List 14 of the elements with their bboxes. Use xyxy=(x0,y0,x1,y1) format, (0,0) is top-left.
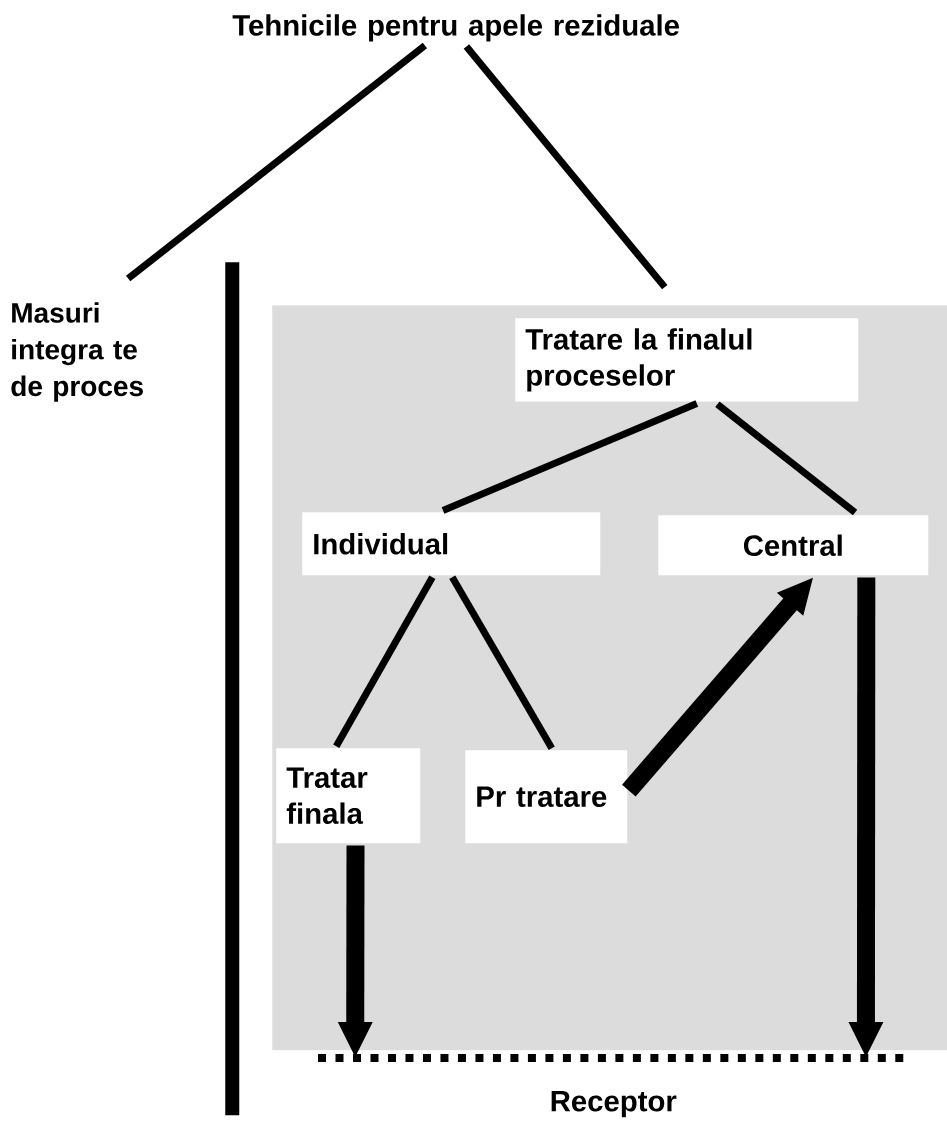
connector-line xyxy=(715,401,858,516)
connector-line xyxy=(441,400,699,514)
label-box: Pr tratare xyxy=(465,750,628,844)
connector-line xyxy=(333,575,436,748)
label-box: Individual xyxy=(302,512,601,576)
label-box: Tratar finala xyxy=(276,748,421,844)
side-label: Masuri integra te de proces xyxy=(11,302,143,402)
label-box: Central xyxy=(658,515,929,576)
connector-line xyxy=(449,575,555,751)
connector-line xyxy=(463,44,668,290)
heading-text: Tehnicile pentru apele reziduale xyxy=(232,14,679,42)
connector-line xyxy=(126,42,428,282)
label-box: Tratare la finalul proceselor xyxy=(515,318,859,402)
divider-bar xyxy=(225,262,240,1116)
